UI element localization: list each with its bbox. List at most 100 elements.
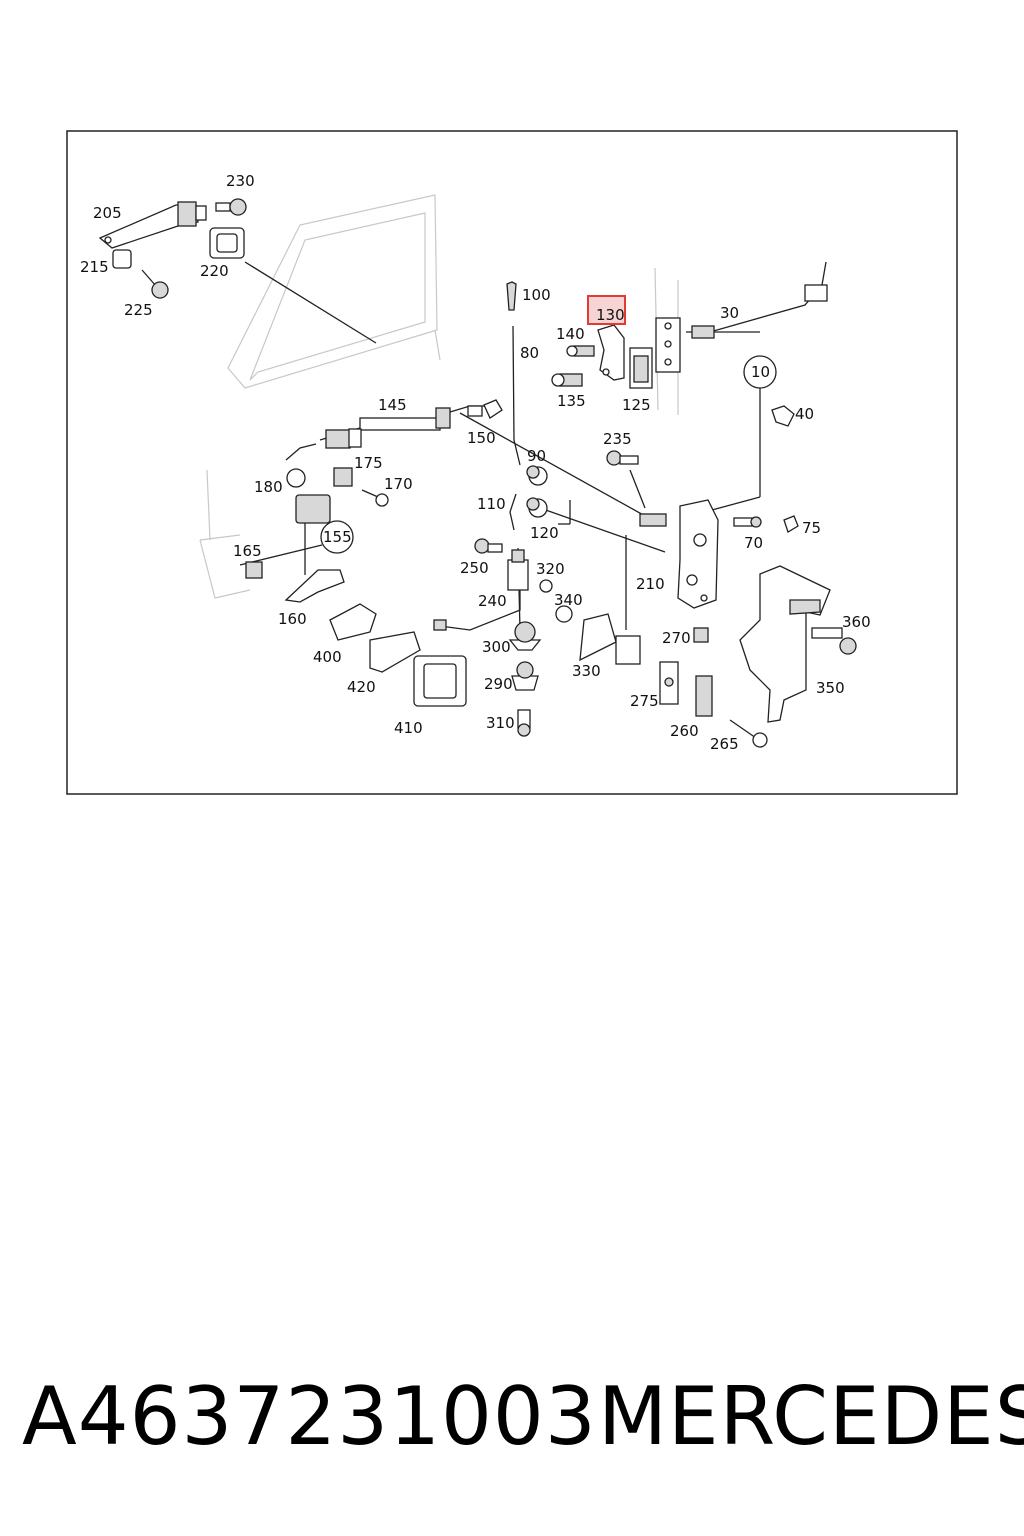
- label-150: 150: [467, 429, 496, 447]
- label-180: 180: [254, 478, 283, 496]
- callout-circle-10: [743, 355, 777, 389]
- part-240-actuator: [433, 549, 529, 631]
- part-40-clip: [771, 405, 795, 427]
- part-175-nut: [333, 467, 353, 487]
- part-260-bracket: [695, 675, 713, 717]
- part-130-bracket: [597, 324, 625, 381]
- part-80-rod: [512, 325, 521, 466]
- label-10: 10: [751, 363, 770, 381]
- label-275: 275: [630, 692, 659, 710]
- label-155: 155: [323, 528, 352, 546]
- label-350: 350: [816, 679, 845, 697]
- part-170-screw: [361, 489, 389, 507]
- part-225-bolt: [141, 269, 169, 299]
- part-155-lever: [284, 494, 345, 603]
- label-270: 270: [662, 629, 691, 647]
- part-310-bolt: [517, 709, 531, 737]
- part-300-grommet: [508, 621, 542, 651]
- label-250: 250: [460, 559, 489, 577]
- part-215-pad: [112, 249, 132, 269]
- label-165: 165: [233, 542, 262, 560]
- label-100: 100: [522, 286, 551, 304]
- part-420-bezel: [369, 631, 421, 673]
- part-340-washer: [555, 605, 573, 623]
- label-260: 260: [670, 722, 699, 740]
- highlight-box: [587, 295, 626, 325]
- label-215: 215: [80, 258, 109, 276]
- label-125: 125: [622, 396, 651, 414]
- part-145-rod: [285, 405, 490, 461]
- label-175: 175: [354, 454, 383, 472]
- part-250-screw: [474, 538, 503, 554]
- label-120: 120: [530, 524, 559, 542]
- part-140-screw: [566, 345, 595, 357]
- label-110: 110: [477, 495, 506, 513]
- label-410: 410: [394, 719, 423, 737]
- parts-diagram: 230 205 215 220 225 100 130 140 80 30 10…: [66, 130, 958, 795]
- part-265-bolt: [729, 719, 768, 748]
- part-150-clip: [467, 399, 503, 419]
- part-70-screw: [733, 516, 762, 528]
- label-290: 290: [484, 675, 513, 693]
- part-165-clip: [245, 561, 263, 579]
- part-120-bush: [526, 497, 548, 518]
- label-230: 230: [226, 172, 255, 190]
- label-70: 70: [744, 534, 763, 552]
- part-330-plate: [579, 613, 641, 665]
- part-290-grommet: [511, 661, 539, 691]
- brand-name: MERCEDES: [598, 1370, 1024, 1463]
- label-140: 140: [556, 325, 585, 343]
- part-410-seal: [413, 655, 467, 707]
- part-90-bush: [526, 465, 548, 486]
- label-300: 300: [482, 638, 511, 656]
- label-330: 330: [572, 662, 601, 680]
- label-170: 170: [384, 475, 413, 493]
- label-145: 145: [378, 396, 407, 414]
- label-340: 340: [554, 591, 583, 609]
- part-205-outside-handle: [98, 201, 207, 249]
- part-320-nut: [539, 579, 553, 593]
- label-30: 30: [720, 304, 739, 322]
- part-360-bolt: [811, 627, 857, 655]
- part-125-striker: [629, 347, 653, 389]
- label-130: 130: [596, 306, 625, 324]
- part-270-pad: [693, 627, 709, 643]
- label-310: 310: [486, 714, 515, 732]
- label-75: 75: [802, 519, 821, 537]
- callout-circle-155: [320, 520, 354, 554]
- part-number: A4637231003: [22, 1370, 597, 1463]
- label-90: 90: [527, 447, 546, 465]
- label-160: 160: [278, 610, 307, 628]
- part-275-cover: [659, 661, 679, 705]
- footer: A4637231003 MERCEDES: [0, 1370, 1024, 1480]
- label-80: 80: [520, 344, 539, 362]
- label-265: 265: [710, 735, 739, 753]
- part-230-screw: [215, 198, 247, 216]
- part-labels: 230 205 215 220 225 100 130 140 80 30 10…: [80, 172, 871, 753]
- part-135-bolt: [551, 373, 583, 387]
- label-40: 40: [795, 405, 814, 423]
- parts-diagram-svg: 230 205 215 220 225 100 130 140 80 30 10…: [66, 130, 958, 795]
- label-420: 420: [347, 678, 376, 696]
- part-220-seal: [209, 227, 245, 259]
- label-235: 235: [603, 430, 632, 448]
- label-240: 240: [478, 592, 507, 610]
- label-320: 320: [536, 560, 565, 578]
- part-235-bolt: [606, 450, 639, 466]
- label-400: 400: [313, 648, 342, 666]
- part-30-harness: [691, 261, 828, 339]
- label-135: 135: [557, 392, 586, 410]
- label-225: 225: [124, 301, 153, 319]
- part-110-clip: [509, 493, 517, 531]
- part-350-carrier: [739, 565, 831, 723]
- part-400-handle: [329, 603, 377, 641]
- part-210-lock: [639, 499, 719, 609]
- label-220: 220: [200, 262, 229, 280]
- label-205: 205: [93, 204, 122, 222]
- part-180-grommet: [286, 468, 306, 488]
- part-75-clip: [783, 515, 799, 533]
- label-210: 210: [636, 575, 665, 593]
- label-360: 360: [842, 613, 871, 631]
- part-100-knob: [506, 281, 517, 311]
- hinge-plate: [655, 317, 681, 373]
